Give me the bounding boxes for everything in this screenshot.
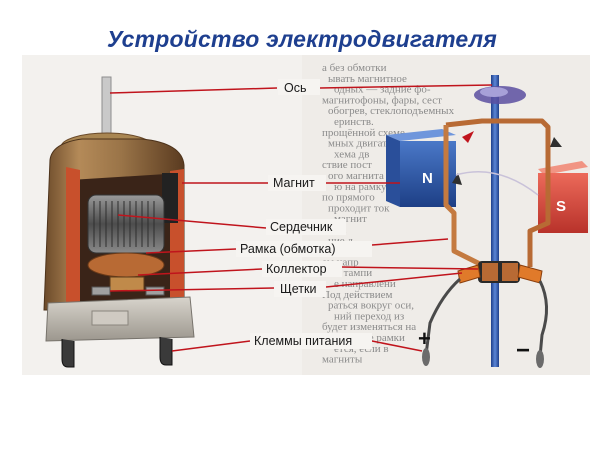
motor-base-tab	[92, 311, 128, 325]
rotation-highlight	[480, 87, 508, 97]
label-magnet: Магнит	[273, 176, 315, 190]
plus-sign: +	[418, 326, 431, 351]
terminal-negative	[536, 350, 544, 368]
commutator-segment	[502, 263, 518, 281]
label-commutator: Коллектор	[266, 262, 327, 276]
motor-winding-ring	[88, 253, 164, 277]
pole-north-label: N	[422, 170, 433, 187]
motor-terminal-right	[160, 337, 172, 365]
minus-sign: −	[516, 337, 530, 364]
motor-commutator	[110, 277, 144, 291]
label-terminals: Клеммы питания	[254, 334, 352, 348]
page-title: Устройство электродвигателя	[0, 26, 604, 53]
label-brushes: Щетки	[280, 282, 316, 296]
motor-brush-left	[92, 287, 110, 295]
label-frame: Рамка (обмотка)	[240, 242, 336, 256]
label-axis: Ось	[284, 81, 307, 95]
background-text-line: магниты	[322, 354, 363, 366]
pole-south-label: S	[556, 198, 566, 215]
motor-magnet-left	[66, 167, 80, 307]
label-core: Сердечник	[270, 220, 333, 234]
motor-core	[88, 195, 164, 253]
commutator-segment	[482, 263, 498, 281]
motor-terminal-left	[62, 339, 74, 367]
motor-shaft	[102, 77, 111, 139]
